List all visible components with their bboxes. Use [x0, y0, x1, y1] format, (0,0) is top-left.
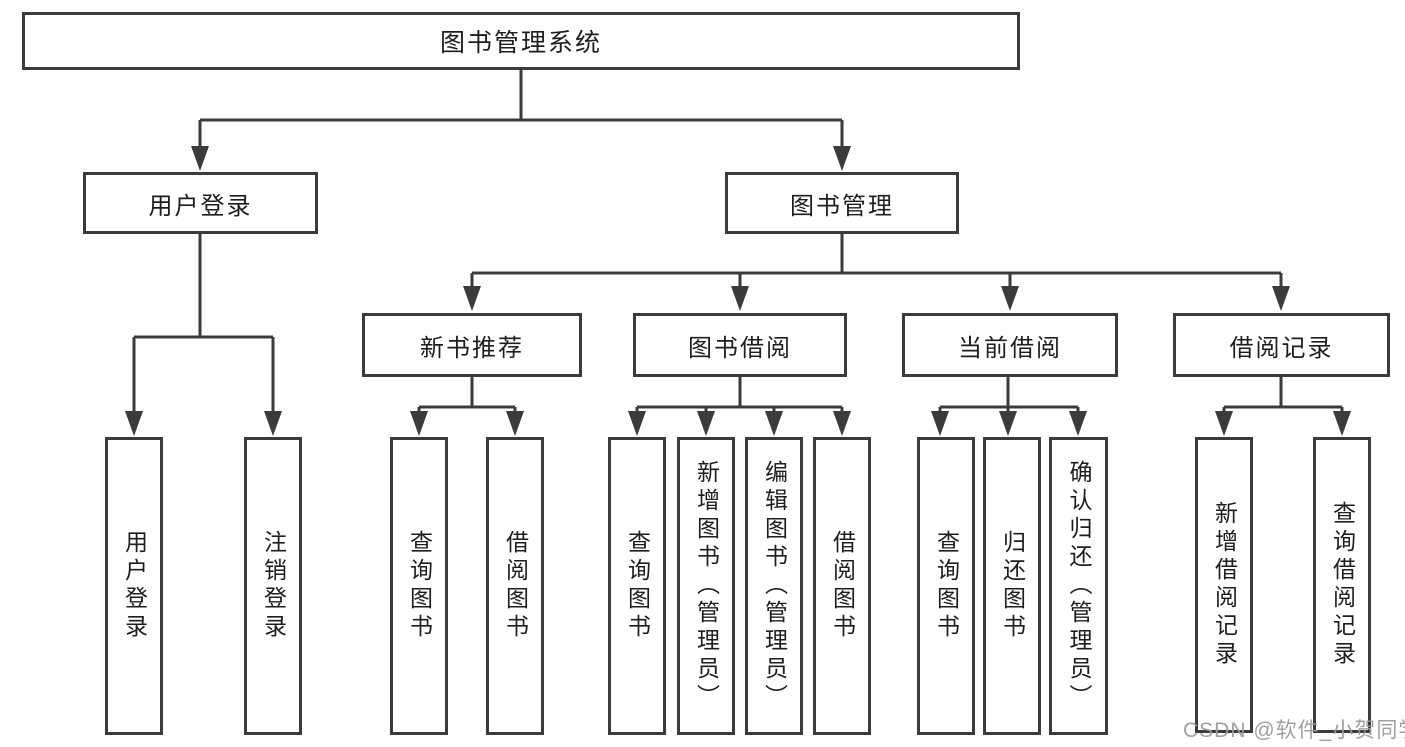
csdn-watermark: CSDN @软件_小贺同学: [1183, 719, 1405, 742]
node-library-management-system: 图书管理系统: [22, 12, 1020, 70]
node-current-borrowing: 当前借阅: [902, 313, 1118, 377]
leaf-records-add-borrow-record: 新增借阅记录: [1195, 437, 1253, 733]
leaf-borrow-edit-books-admin: 编辑图书（管理员）: [745, 437, 803, 735]
leaf-current-return-books: 归还图书: [983, 437, 1041, 735]
leaf-records-query-borrow-record: 查询借阅记录: [1313, 437, 1371, 733]
node-new-book-recommendation: 新书推荐: [362, 313, 582, 377]
leaf-current-confirm-return-admin: 确认归还（管理员）: [1049, 437, 1108, 735]
arrowheads: [125, 146, 1351, 436]
node-book-borrowing: 图书借阅: [633, 313, 847, 377]
leaf-logout-login: 注销登录: [244, 437, 302, 735]
leaf-user-login: 用户登录: [105, 437, 163, 735]
leaf-newbooks-query-books: 查询图书: [390, 437, 448, 735]
leaf-current-query-books: 查询图书: [917, 437, 975, 735]
leaf-newbooks-borrow-books: 借阅图书: [486, 437, 544, 735]
leaf-borrow-borrow-books: 借阅图书: [813, 437, 871, 735]
node-borrowing-records: 借阅记录: [1173, 313, 1390, 377]
leaf-borrow-query-books: 查询图书: [608, 437, 666, 735]
node-book-management: 图书管理: [725, 172, 959, 234]
leaf-borrow-add-books-admin: 新增图书（管理员）: [677, 437, 735, 735]
node-user-login: 用户登录: [83, 172, 318, 234]
